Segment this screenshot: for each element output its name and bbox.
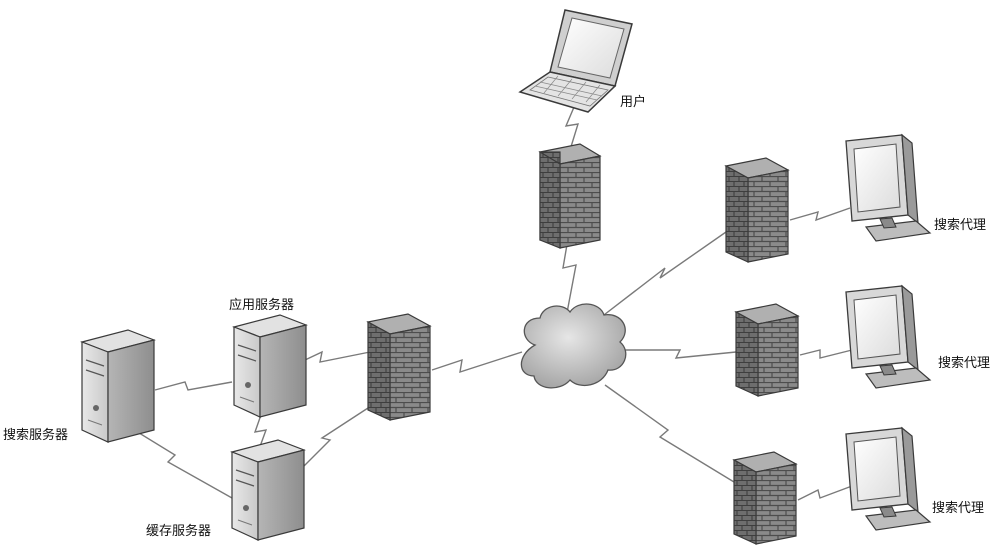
user-label: 用户 [620,95,647,110]
link-app-firewall [304,350,371,363]
link-fw-monitor-mid [799,349,853,359]
link-cache-firewall [301,407,369,469]
server-icon [232,314,308,418]
firewall-icon [732,451,798,545]
link-cloud-fw-bottom [604,384,735,483]
search-agent-label-mid: 搜索代理 [938,356,991,371]
monitor-icon [845,133,932,242]
connection-links [125,99,853,501]
link-search-cache [125,424,233,499]
link-cloud-fw-mid [625,349,737,359]
search-agent-label-top: 搜索代理 [934,218,987,233]
link-fw-monitor-top [789,207,851,222]
link-app-cache [253,411,268,453]
link-fw-monitor-bottom [797,485,853,501]
firewall-icon [538,143,602,249]
monitor-icon [845,426,932,531]
search-server-label: 搜索服务器 [3,428,69,443]
cloud-icon [520,303,627,389]
cache-server-label: 缓存服务器 [146,524,212,539]
app-server-label: 应用服务器 [229,298,295,313]
monitor-icon [845,284,932,389]
laptop-icon [518,9,633,113]
server-icon [80,329,156,443]
link-search-app [154,381,233,391]
link-user-firewall [564,99,580,151]
firewall-icon [366,313,432,421]
link-cloud-fw-top [599,231,727,319]
firewall-icon [724,157,790,263]
link-firewall-cloud-left [431,351,523,374]
server-icon [230,439,306,541]
search-agent-label-bottom: 搜索代理 [932,501,985,516]
firewall-icon [734,303,800,397]
